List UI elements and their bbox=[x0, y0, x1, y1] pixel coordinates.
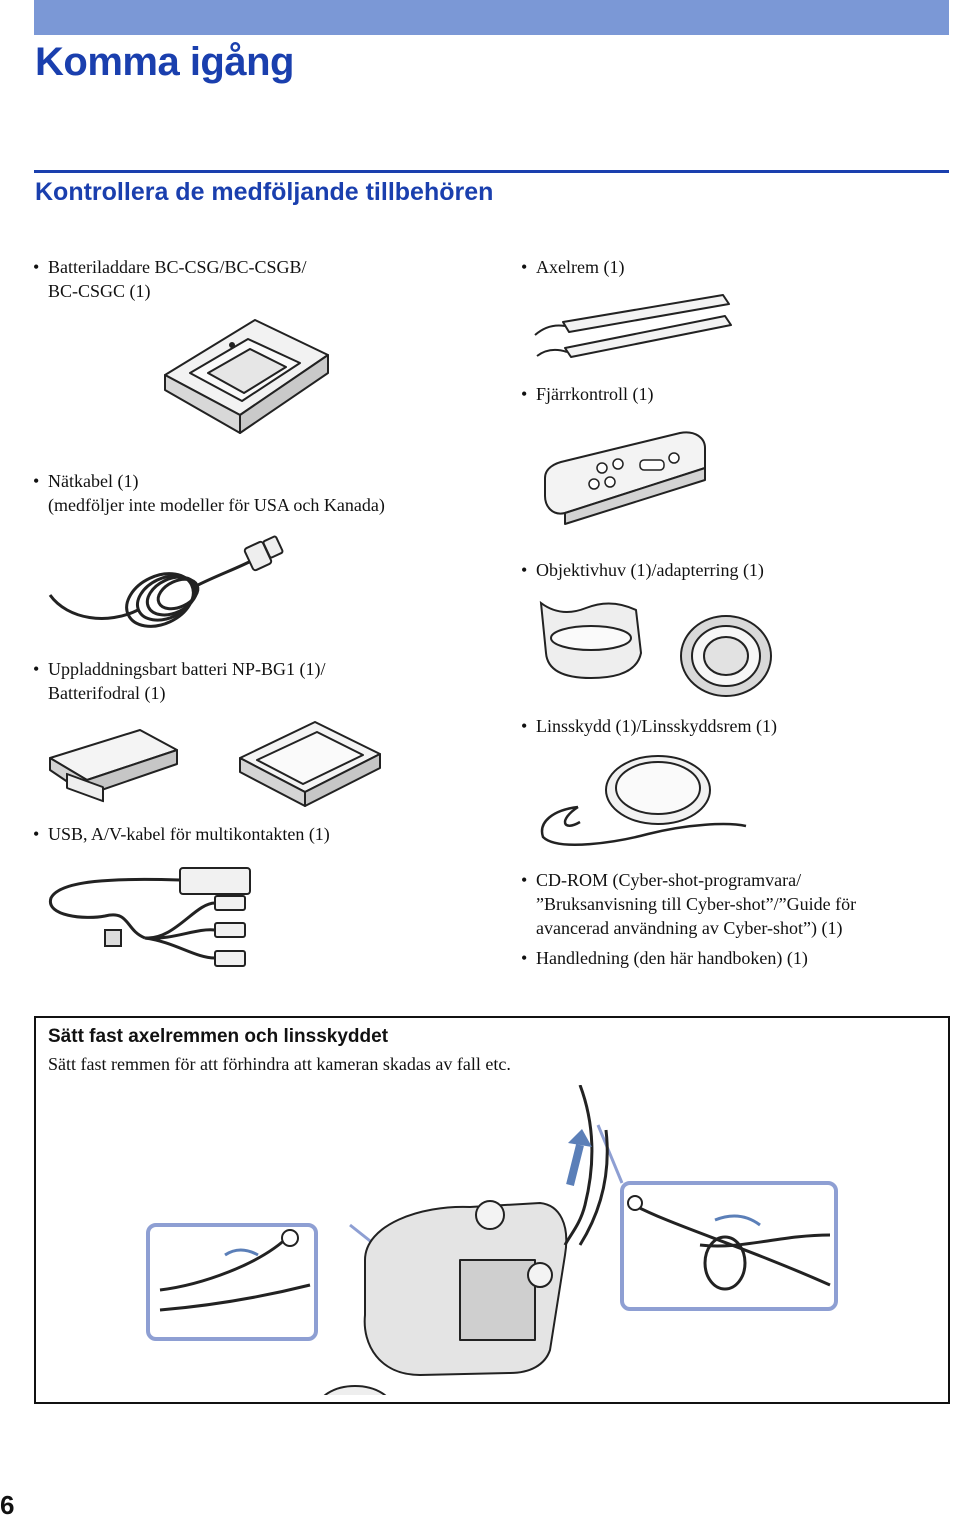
shoulder-strap-illustration bbox=[534, 294, 732, 358]
lens-cap-and-strap-illustration bbox=[540, 755, 747, 846]
power-cord-illustration bbox=[48, 535, 284, 628]
item-lens-hood: • Objektivhuv (1)/adapterring (1) bbox=[521, 560, 764, 580]
lens-hood-and-adapter-illustration bbox=[539, 600, 772, 697]
page-title: Komma igång bbox=[35, 40, 294, 84]
page-number: 6 bbox=[0, 1490, 15, 1520]
remote-control-illustration bbox=[544, 431, 706, 525]
battery-charger-illustration bbox=[164, 319, 329, 434]
item-battery: • Uppladdningsbart batteri NP-BG1 (1)/Ba… bbox=[33, 659, 326, 703]
strap-attachment-diagram bbox=[146, 1085, 838, 1395]
section-rule bbox=[34, 170, 949, 173]
item-lens-cap: • Linsskydd (1)/Linsskyddsrem (1) bbox=[521, 716, 777, 736]
note-text: Sätt fast remmen för att förhindra att k… bbox=[48, 1054, 511, 1074]
usb-av-cable-illustration bbox=[49, 867, 251, 967]
item-battery-charger: • Batteriladdare BC-CSG/BC-CSGB/BC-CSGC … bbox=[33, 257, 307, 301]
note-title: Sätt fast axelremmen och linsskyddet bbox=[48, 1026, 389, 1047]
item-remote: • Fjärrkontroll (1) bbox=[521, 384, 654, 404]
section-title: Kontrollera de medföljande tillbehören bbox=[35, 178, 494, 206]
battery-and-case-illustration bbox=[49, 721, 381, 807]
item-power-cord: • Nätkabel (1)(medföljer inte modeller f… bbox=[33, 471, 385, 515]
attachment-note-box: Sätt fast axelremmen och linsskyddet Sät… bbox=[34, 1016, 950, 1404]
item-usb-av-cable: • USB, A/V-kabel för multikontakten (1) bbox=[33, 824, 330, 844]
item-shoulder-strap: • Axelrem (1) bbox=[521, 257, 625, 277]
header-bar bbox=[34, 0, 949, 35]
item-handbook: • Handledning (den här handboken) (1) bbox=[521, 948, 808, 968]
item-cd-rom: • CD-ROM (Cyber-shot-programvara/”Bruksa… bbox=[521, 870, 857, 938]
